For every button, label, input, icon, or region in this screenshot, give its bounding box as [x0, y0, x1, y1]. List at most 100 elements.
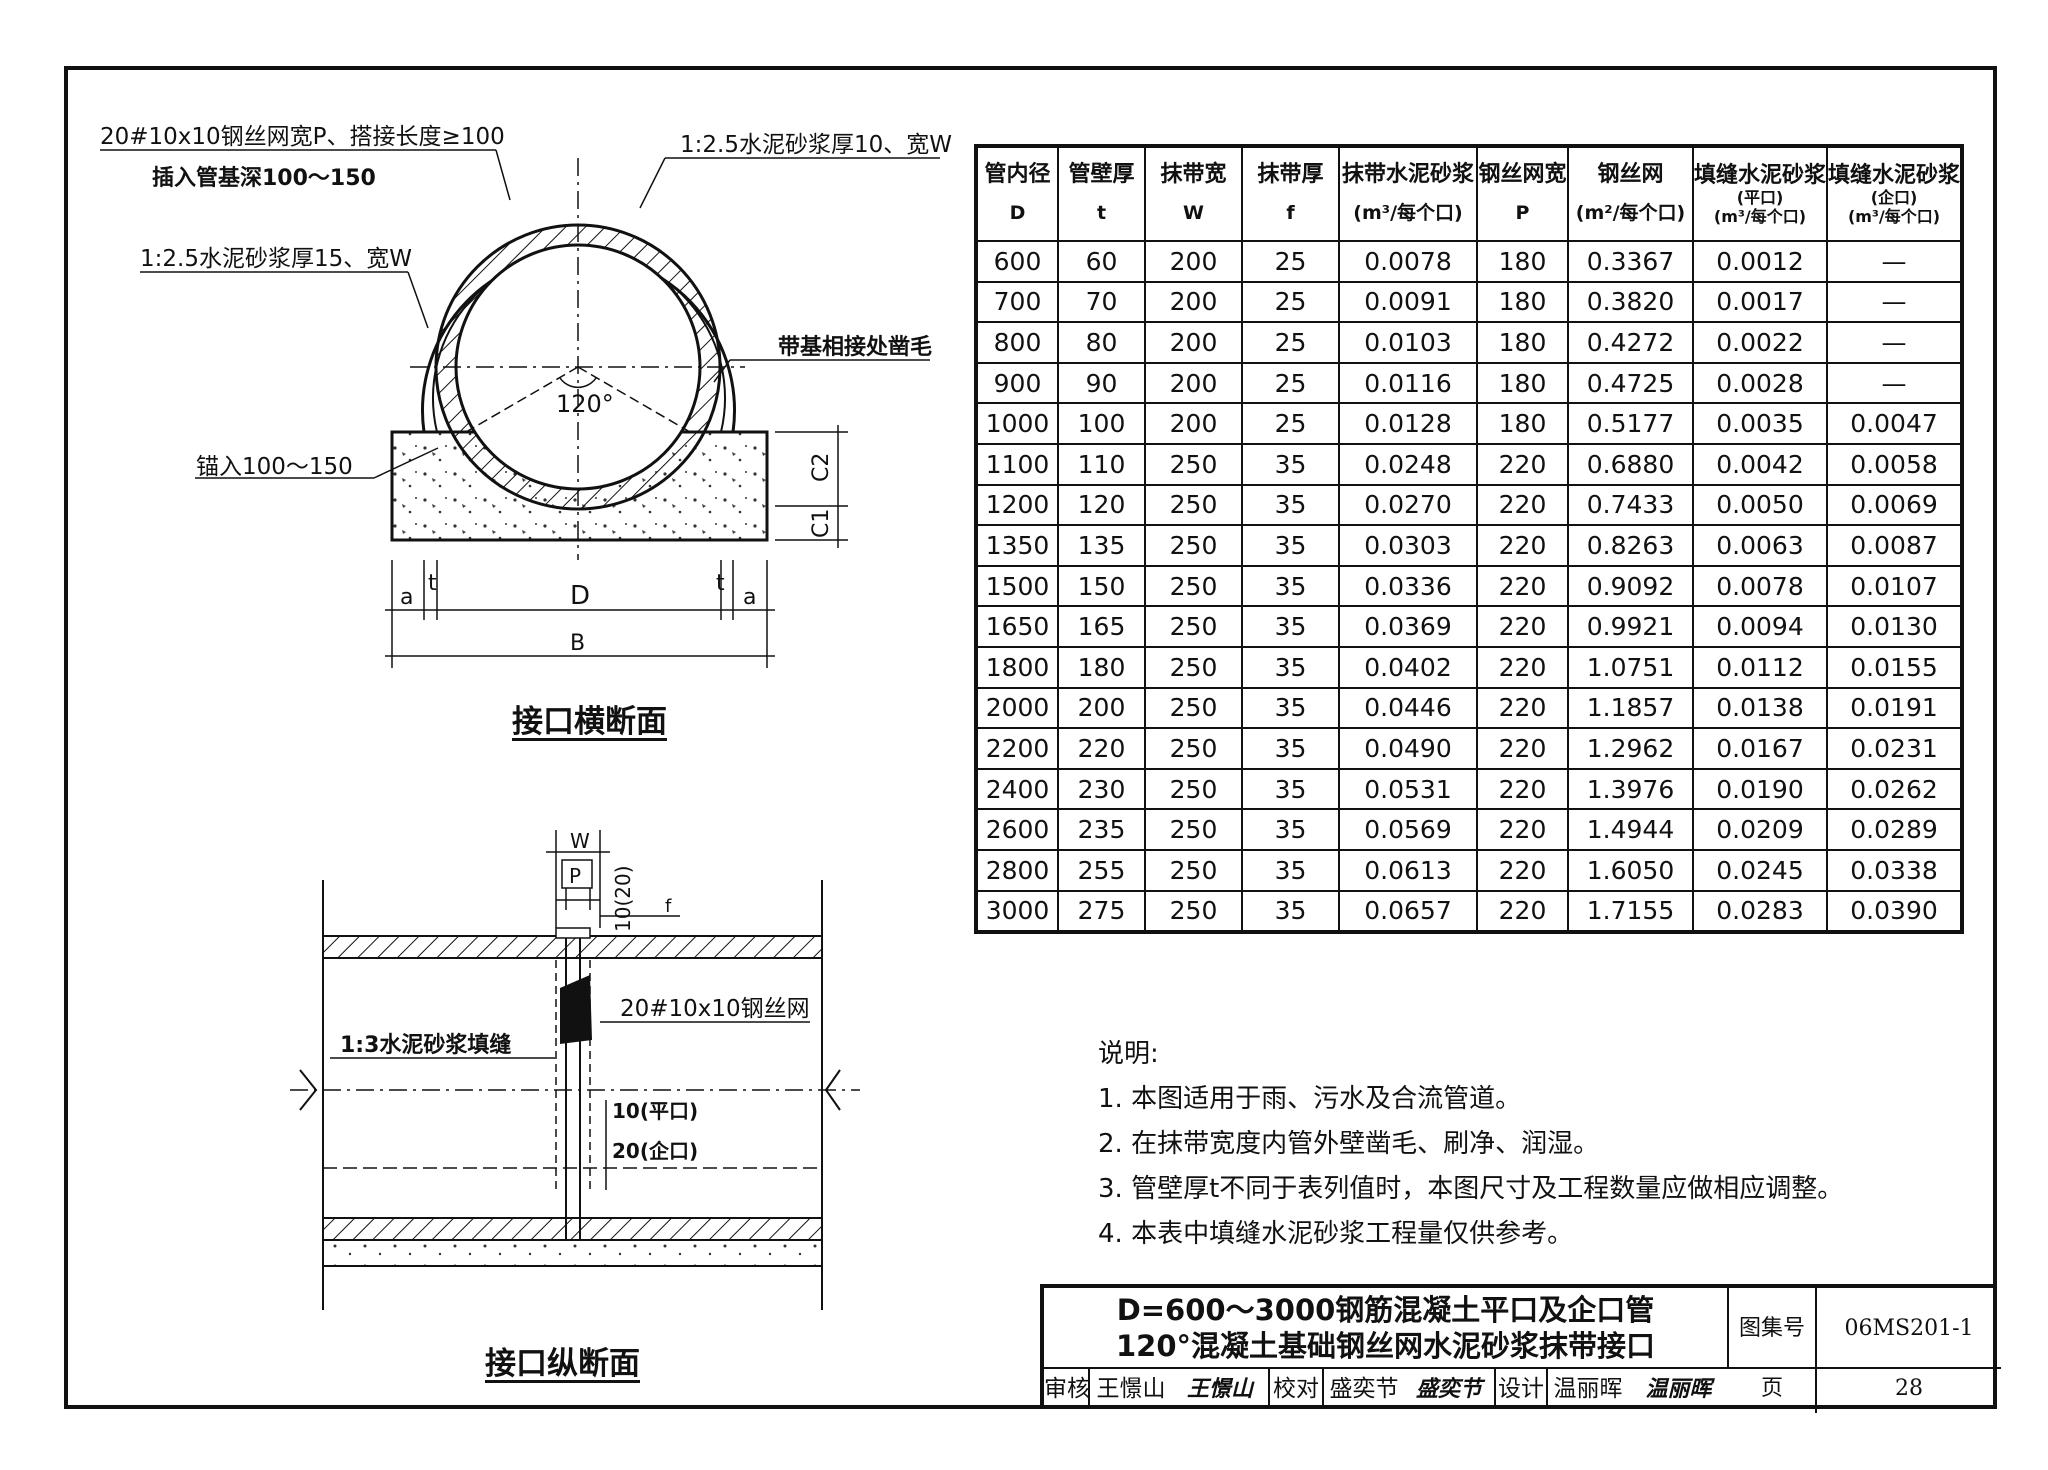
table-cell: 0.0490 [1338, 727, 1478, 770]
table-cell: 700 [975, 280, 1059, 324]
table-cell: 0.0283 [1691, 889, 1829, 934]
table-cell: 1350 [975, 524, 1059, 567]
table-cell: 180 [1476, 321, 1569, 364]
table-cell: 0.3820 [1567, 280, 1694, 324]
table-cell: 0.0270 [1338, 483, 1478, 527]
table-cell: 0.0078 [1691, 564, 1829, 608]
table-cell: 35 [1241, 524, 1340, 567]
table-cell: 0.0209 [1691, 808, 1829, 851]
table-cell: 0.0657 [1338, 889, 1478, 934]
table-cell: 0.0103 [1338, 321, 1478, 364]
table-cell: 220 [1476, 727, 1569, 770]
table-cell: 35 [1241, 848, 1340, 892]
table-cell: 35 [1241, 767, 1340, 811]
header-band-mortar: 抹带水泥砂浆(m³/每个口) [1338, 145, 1478, 242]
table-cell: 220 [1476, 564, 1569, 608]
table-cell: 0.0138 [1691, 686, 1829, 730]
table-cell: 0.6880 [1567, 442, 1694, 486]
table-cell: 120 [1057, 483, 1146, 527]
dim-t-right: t [716, 571, 725, 596]
table-cell: 200 [1144, 402, 1243, 445]
dim-c1: C1 [809, 509, 834, 538]
long-section-caption: 接口纵断面 [485, 1346, 640, 1382]
table-cell: 0.0531 [1338, 767, 1478, 811]
table-cell: 200 [1144, 361, 1243, 405]
table-cell: 70 [1057, 280, 1146, 324]
table-cell: 180 [1057, 645, 1146, 689]
table-cell: 0.0289 [1826, 808, 1964, 851]
dim-c2: C2 [809, 453, 834, 482]
table-cell: 0.0191 [1826, 686, 1964, 730]
reviewer-name: 王憬山 [1096, 1376, 1166, 1402]
table-cell: 0.0107 [1826, 564, 1964, 608]
table-cell: 250 [1144, 767, 1243, 811]
table-cell: 0.8263 [1567, 524, 1694, 567]
note-item: 2. 在抹带宽度内管外壁凿毛、刷净、润湿。 [1098, 1129, 1600, 1159]
table-cell: 180 [1476, 402, 1569, 445]
dim-a-right: a [743, 585, 756, 610]
table-cell: 0.0369 [1338, 605, 1478, 648]
table-cell: 0.0087 [1826, 524, 1964, 567]
table-cell: 80 [1057, 321, 1146, 364]
table-cell: 600 [975, 240, 1059, 283]
table-cell: 35 [1241, 727, 1340, 770]
table-cell: 0.4272 [1567, 321, 1694, 364]
table-cell: 1200 [975, 483, 1059, 527]
table-cell: 200 [1144, 321, 1243, 364]
table-cell: 0.0190 [1691, 767, 1829, 811]
table-cell: 0.0128 [1338, 402, 1478, 445]
table-cell: 250 [1144, 686, 1243, 730]
table-cell: 1.6050 [1567, 848, 1694, 892]
table-cell: 1.1857 [1567, 686, 1694, 730]
table-cell: 2600 [975, 808, 1059, 851]
table-cell: 0.0245 [1691, 848, 1829, 892]
label-flat: 10(平口) [612, 1099, 698, 1123]
table-cell: 35 [1241, 605, 1340, 648]
table-cell: 1.0751 [1567, 645, 1694, 689]
atlas-label: 图集号 [1729, 1288, 1817, 1369]
table-cell: 0.0303 [1338, 524, 1478, 567]
table-cell: 3000 [975, 889, 1059, 934]
notes-title: 说明: [1098, 1039, 1159, 1069]
table-cell: 1100 [975, 442, 1059, 486]
note-item: 1. 本图适用于雨、污水及合流管道。 [1098, 1084, 1522, 1114]
table-cell: 230 [1057, 767, 1146, 811]
header-mesh: 钢丝网(m²/每个口) [1567, 145, 1694, 242]
checker-name: 盛奕节 [1329, 1376, 1399, 1402]
table-cell: 220 [1476, 767, 1569, 811]
cross-section-caption: 接口横断面 [512, 704, 667, 740]
note-item: 4. 本表中填缝水泥砂浆工程量仅供参考。 [1098, 1219, 1574, 1249]
table-cell: 220 [1057, 727, 1146, 770]
table-cell: 180 [1476, 361, 1569, 405]
table-cell: 25 [1241, 402, 1340, 445]
table-cell: 35 [1241, 686, 1340, 730]
table-cell: 1.2962 [1567, 727, 1694, 770]
table-cell: 0.0022 [1691, 321, 1829, 364]
table-cell: 0.9092 [1567, 564, 1694, 608]
header-fill-tongue: 填缝水泥砂浆(企口)(m³/每个口) [1826, 145, 1964, 242]
table-cell: 150 [1057, 564, 1146, 608]
dim-b: B [570, 631, 585, 656]
table-cell: 2800 [975, 848, 1059, 892]
design-label: 设计 [1496, 1369, 1548, 1409]
table-cell: 250 [1144, 605, 1243, 648]
page-label: 页 [1729, 1369, 1817, 1413]
table-cell: 1800 [975, 645, 1059, 689]
table-cell: 1.7155 [1567, 889, 1694, 934]
reviewer-signature: 王憬山 [1172, 1369, 1270, 1409]
table-cell: 0.0058 [1826, 442, 1964, 486]
table-cell: 0.0130 [1826, 605, 1964, 648]
table-cell: 250 [1144, 848, 1243, 892]
table-cell: 25 [1241, 280, 1340, 324]
dim-10-20: 10(20) [611, 865, 635, 932]
table-cell: 1.3976 [1567, 767, 1694, 811]
